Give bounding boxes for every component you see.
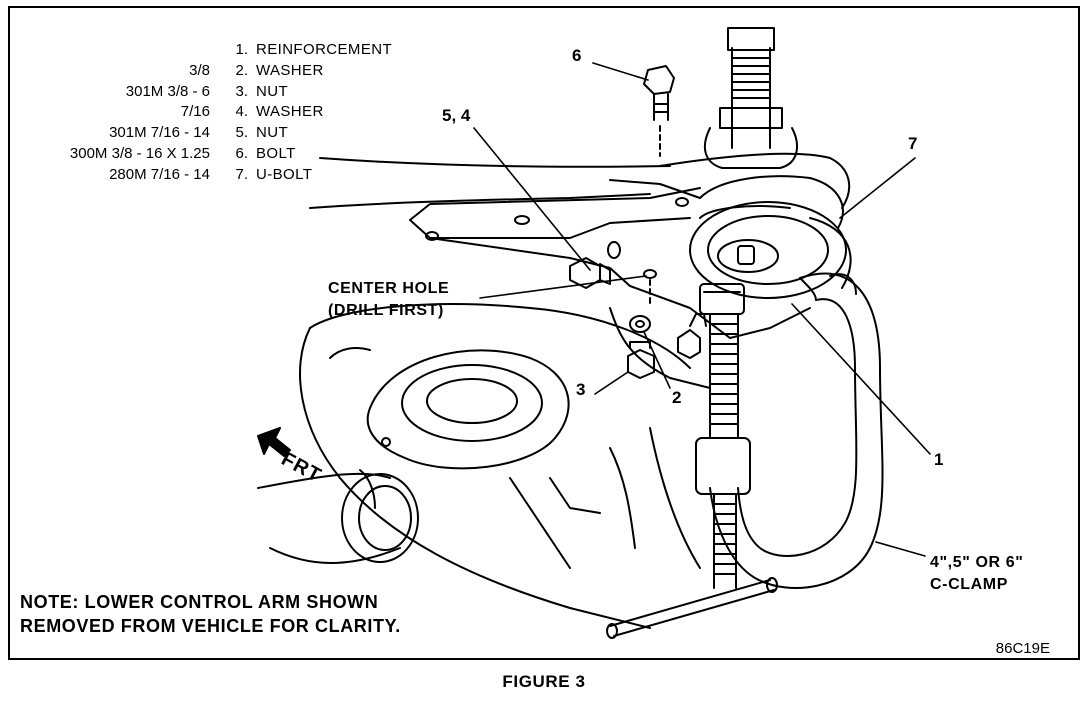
callout-3: 3 xyxy=(576,380,586,399)
legend-spec: 300M 3/8 - 16 X 1.25 xyxy=(69,145,210,162)
callout-7: 7 xyxy=(908,134,918,153)
c-clamp-label: 4",5" OR 6" C-CLAMP xyxy=(930,552,1023,596)
legend-number: 5. xyxy=(235,124,248,142)
leader-lines xyxy=(473,62,931,557)
legend-number: 7. xyxy=(235,165,248,183)
legend-number: 6. xyxy=(235,145,248,162)
axle-tube xyxy=(257,469,419,564)
center-hole-label-line1: CENTER HOLE xyxy=(328,280,450,297)
arrow-up-left-icon xyxy=(257,427,291,457)
legend-spec: 301M 7/16 - 14 xyxy=(109,124,210,142)
callout-2: 2 xyxy=(672,388,682,407)
diagram-frame: 1. REINFORCEMENT 3/8 2. WASHER 301M 3/8 - 6 3.… xyxy=(8,6,1080,660)
reinforcement-plate xyxy=(309,157,811,339)
c-clamp-label-line1: 4",5" OR 6" xyxy=(930,554,1024,571)
callout-6: 6 xyxy=(572,46,582,65)
legend-part-name: NUT xyxy=(256,82,289,100)
legend-part-name: BOLT xyxy=(256,145,296,162)
figure-caption: FIGURE 3 xyxy=(502,672,586,691)
legend-part-name: NUT xyxy=(256,124,289,142)
legend-spec: 280M 7/16 - 14 xyxy=(109,165,210,183)
legend-number: 4. xyxy=(235,103,248,121)
legend-spec: 3/8 xyxy=(189,61,210,79)
c-clamp xyxy=(606,272,884,639)
ball-joint xyxy=(659,27,851,299)
center-hole-hardware xyxy=(627,269,707,379)
legend-spec: 301M 3/8 - 6 xyxy=(125,82,210,100)
c-clamp-label-line2: C-CLAMP xyxy=(930,576,1008,593)
legend-part-name: U-BOLT xyxy=(256,165,313,183)
figure-code: 86C19E xyxy=(995,640,1050,657)
note-line1: NOTE: LOWER CONTROL ARM SHOWN xyxy=(20,592,379,612)
center-hole-label: CENTER HOLE (DRILL FIRST) xyxy=(328,278,449,322)
lower-control-arm-pan xyxy=(299,303,711,629)
legend-number: 1. xyxy=(235,41,248,58)
center-hole-label-line2: (DRILL FIRST) xyxy=(328,302,444,319)
legend-part-name: WASHER xyxy=(256,61,324,79)
bolt-6 xyxy=(643,65,675,157)
legend-number: 3. xyxy=(235,82,248,100)
legend-part-name: REINFORCEMENT xyxy=(256,41,393,58)
note-text: NOTE: LOWER CONTROL ARM SHOWN REMOVED FR… xyxy=(20,590,401,638)
note-line2: REMOVED FROM VEHICLE FOR CLARITY. xyxy=(20,616,401,636)
legend-spec: 7/16 xyxy=(180,103,210,121)
suspension-illustration xyxy=(257,27,931,639)
callout-5-4: 5, 4 xyxy=(442,106,471,125)
legend-part-name: WASHER xyxy=(256,103,324,121)
legend-number: 2. xyxy=(235,61,248,79)
callout-1: 1 xyxy=(934,450,944,469)
